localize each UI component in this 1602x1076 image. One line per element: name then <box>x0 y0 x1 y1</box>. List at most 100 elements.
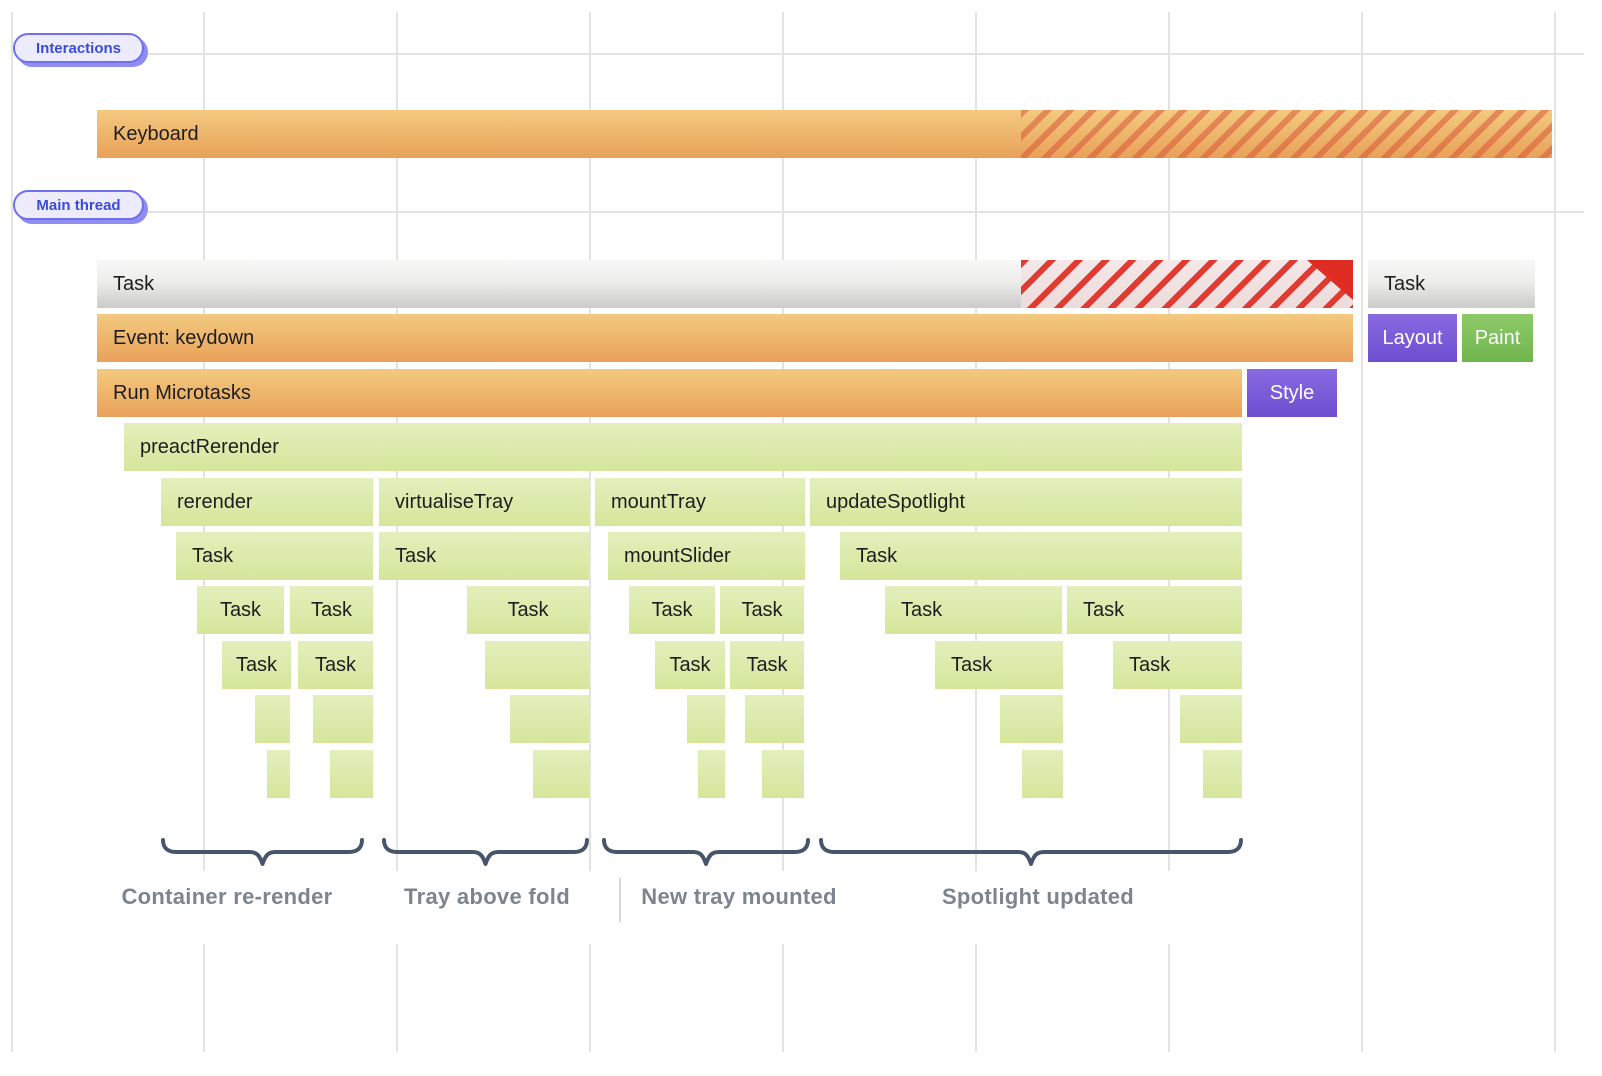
sub-block[interactable] <box>1022 750 1063 798</box>
task-bar-label: Task <box>901 598 943 621</box>
task-bar-label: Task <box>1129 653 1171 676</box>
mount-slider[interactable]: mountSlider <box>608 532 805 580</box>
interactions-track-pill[interactable]: Interactions <box>13 33 144 63</box>
task-bar[interactable]: Task <box>720 586 804 634</box>
virtualise-tray-label: virtualiseTray <box>395 490 514 513</box>
task-bar[interactable]: Task <box>655 641 725 689</box>
brace-spotlight-updated <box>819 838 1243 868</box>
sub-block[interactable] <box>1203 750 1242 798</box>
mount-slider-label: mountSlider <box>624 544 731 567</box>
sub-block[interactable] <box>267 750 290 798</box>
task-bar[interactable]: Task <box>840 532 1242 580</box>
mount-tray[interactable]: mountTray <box>595 478 805 526</box>
update-spotlight[interactable]: updateSpotlight <box>810 478 1242 526</box>
brace-icon <box>819 838 1243 866</box>
keyboard-interaction-label: Keyboard <box>113 122 199 145</box>
sub-block[interactable] <box>687 695 725 743</box>
task-bar-label: Task <box>1083 598 1125 621</box>
task-bar[interactable]: Task <box>1067 586 1242 634</box>
keyboard-interaction[interactable]: Keyboard <box>97 110 1552 158</box>
second-task-label: Task <box>1384 272 1426 295</box>
annotation-tray-above-fold: Tray above fold <box>404 884 570 909</box>
annotation-backdrop <box>100 871 1260 944</box>
gridline-vertical <box>1554 12 1556 1052</box>
task-bar[interactable]: Task <box>222 641 291 689</box>
task-bar-label: Task <box>235 653 278 676</box>
task-bar-label: Task <box>741 598 783 621</box>
sub-block[interactable] <box>1000 695 1063 743</box>
rerender-label: rerender <box>177 490 253 513</box>
task-bar-label: Task <box>951 653 993 676</box>
sub-block[interactable] <box>255 695 290 743</box>
style[interactable]: Style <box>1247 369 1337 417</box>
task-bar[interactable]: Task <box>290 586 373 634</box>
task-bar-label: Task <box>192 544 234 567</box>
interactions-track-label: Interactions <box>35 39 122 57</box>
task-bar[interactable]: Task <box>176 532 373 580</box>
brace-icon <box>602 838 810 866</box>
event-keydown[interactable]: Event: keydown <box>97 314 1353 362</box>
task-bar[interactable]: Task <box>467 586 589 634</box>
task-bar-label: Task <box>856 544 898 567</box>
brace-icon <box>161 838 364 866</box>
long-task-label: Task <box>113 272 155 295</box>
sub-block[interactable] <box>762 750 804 798</box>
task-bar[interactable]: Task <box>379 532 589 580</box>
run-microtasks-label: Run Microtasks <box>113 381 251 404</box>
task-bar[interactable]: Task <box>885 586 1062 634</box>
paint[interactable]: Paint <box>1462 314 1533 362</box>
gridline-tick <box>619 878 621 922</box>
task-bar-label: Task <box>219 598 262 621</box>
task-bar-label: Task <box>395 544 437 567</box>
sub-block[interactable] <box>1180 695 1242 743</box>
rerender[interactable]: rerender <box>161 478 373 526</box>
main-thread-track-label: Main thread <box>36 196 121 214</box>
layout[interactable]: Layout <box>1368 314 1457 362</box>
gridline-vertical <box>11 12 13 1052</box>
task-bar[interactable]: Task <box>730 641 804 689</box>
task-bar-label: Task <box>651 598 693 621</box>
sub-block[interactable] <box>510 695 589 743</box>
annotation-new-tray-mounted: New tray mounted <box>641 884 837 909</box>
mount-tray-label: mountTray <box>611 490 706 513</box>
task-bar[interactable]: Task <box>629 586 715 634</box>
sub-block[interactable] <box>745 695 804 743</box>
brace-icon <box>382 838 589 866</box>
paint-label: Paint <box>1474 326 1521 349</box>
red-hatch-overlay <box>1021 260 1353 308</box>
event-keydown-label: Event: keydown <box>113 326 255 349</box>
gridline-vertical <box>1361 12 1363 1052</box>
preact-rerender[interactable]: preactRerender <box>124 423 1242 471</box>
orange-hatch-overlay <box>1021 110 1552 158</box>
annotation-spotlight-updated: Spotlight updated <box>941 884 1135 909</box>
sub-block[interactable] <box>485 641 589 689</box>
brace-container-re-render <box>161 838 364 868</box>
second-task[interactable]: Task <box>1368 260 1535 308</box>
update-spotlight-label: updateSpotlight <box>826 490 966 513</box>
brace-new-tray-mounted <box>602 838 810 868</box>
brace-tray-above-fold <box>382 838 589 868</box>
run-microtasks[interactable]: Run Microtasks <box>97 369 1242 417</box>
task-bar[interactable]: Task <box>197 586 284 634</box>
task-bar[interactable]: Task <box>1113 641 1242 689</box>
task-bar-label: Task <box>507 598 549 621</box>
gridline-horizontal <box>146 211 1584 213</box>
sub-block[interactable] <box>313 695 373 743</box>
task-bar-label: Task <box>746 653 788 676</box>
layout-label: Layout <box>1382 326 1443 349</box>
gridline-vertical <box>589 12 591 1052</box>
task-bar[interactable]: Task <box>935 641 1063 689</box>
style-label: Style <box>1269 381 1315 404</box>
main-thread-track-pill[interactable]: Main thread <box>13 190 144 220</box>
task-bar-label: Task <box>314 653 357 676</box>
long-task[interactable]: Task <box>97 260 1353 308</box>
task-bar-label: Task <box>310 598 353 621</box>
gridline-horizontal <box>146 53 1584 55</box>
task-bar[interactable]: Task <box>298 641 373 689</box>
sub-block[interactable] <box>330 750 373 798</box>
annotation-container-re-render: Container re-render <box>121 884 333 909</box>
sub-block[interactable] <box>533 750 589 798</box>
virtualise-tray[interactable]: virtualiseTray <box>379 478 589 526</box>
sub-block[interactable] <box>698 750 725 798</box>
